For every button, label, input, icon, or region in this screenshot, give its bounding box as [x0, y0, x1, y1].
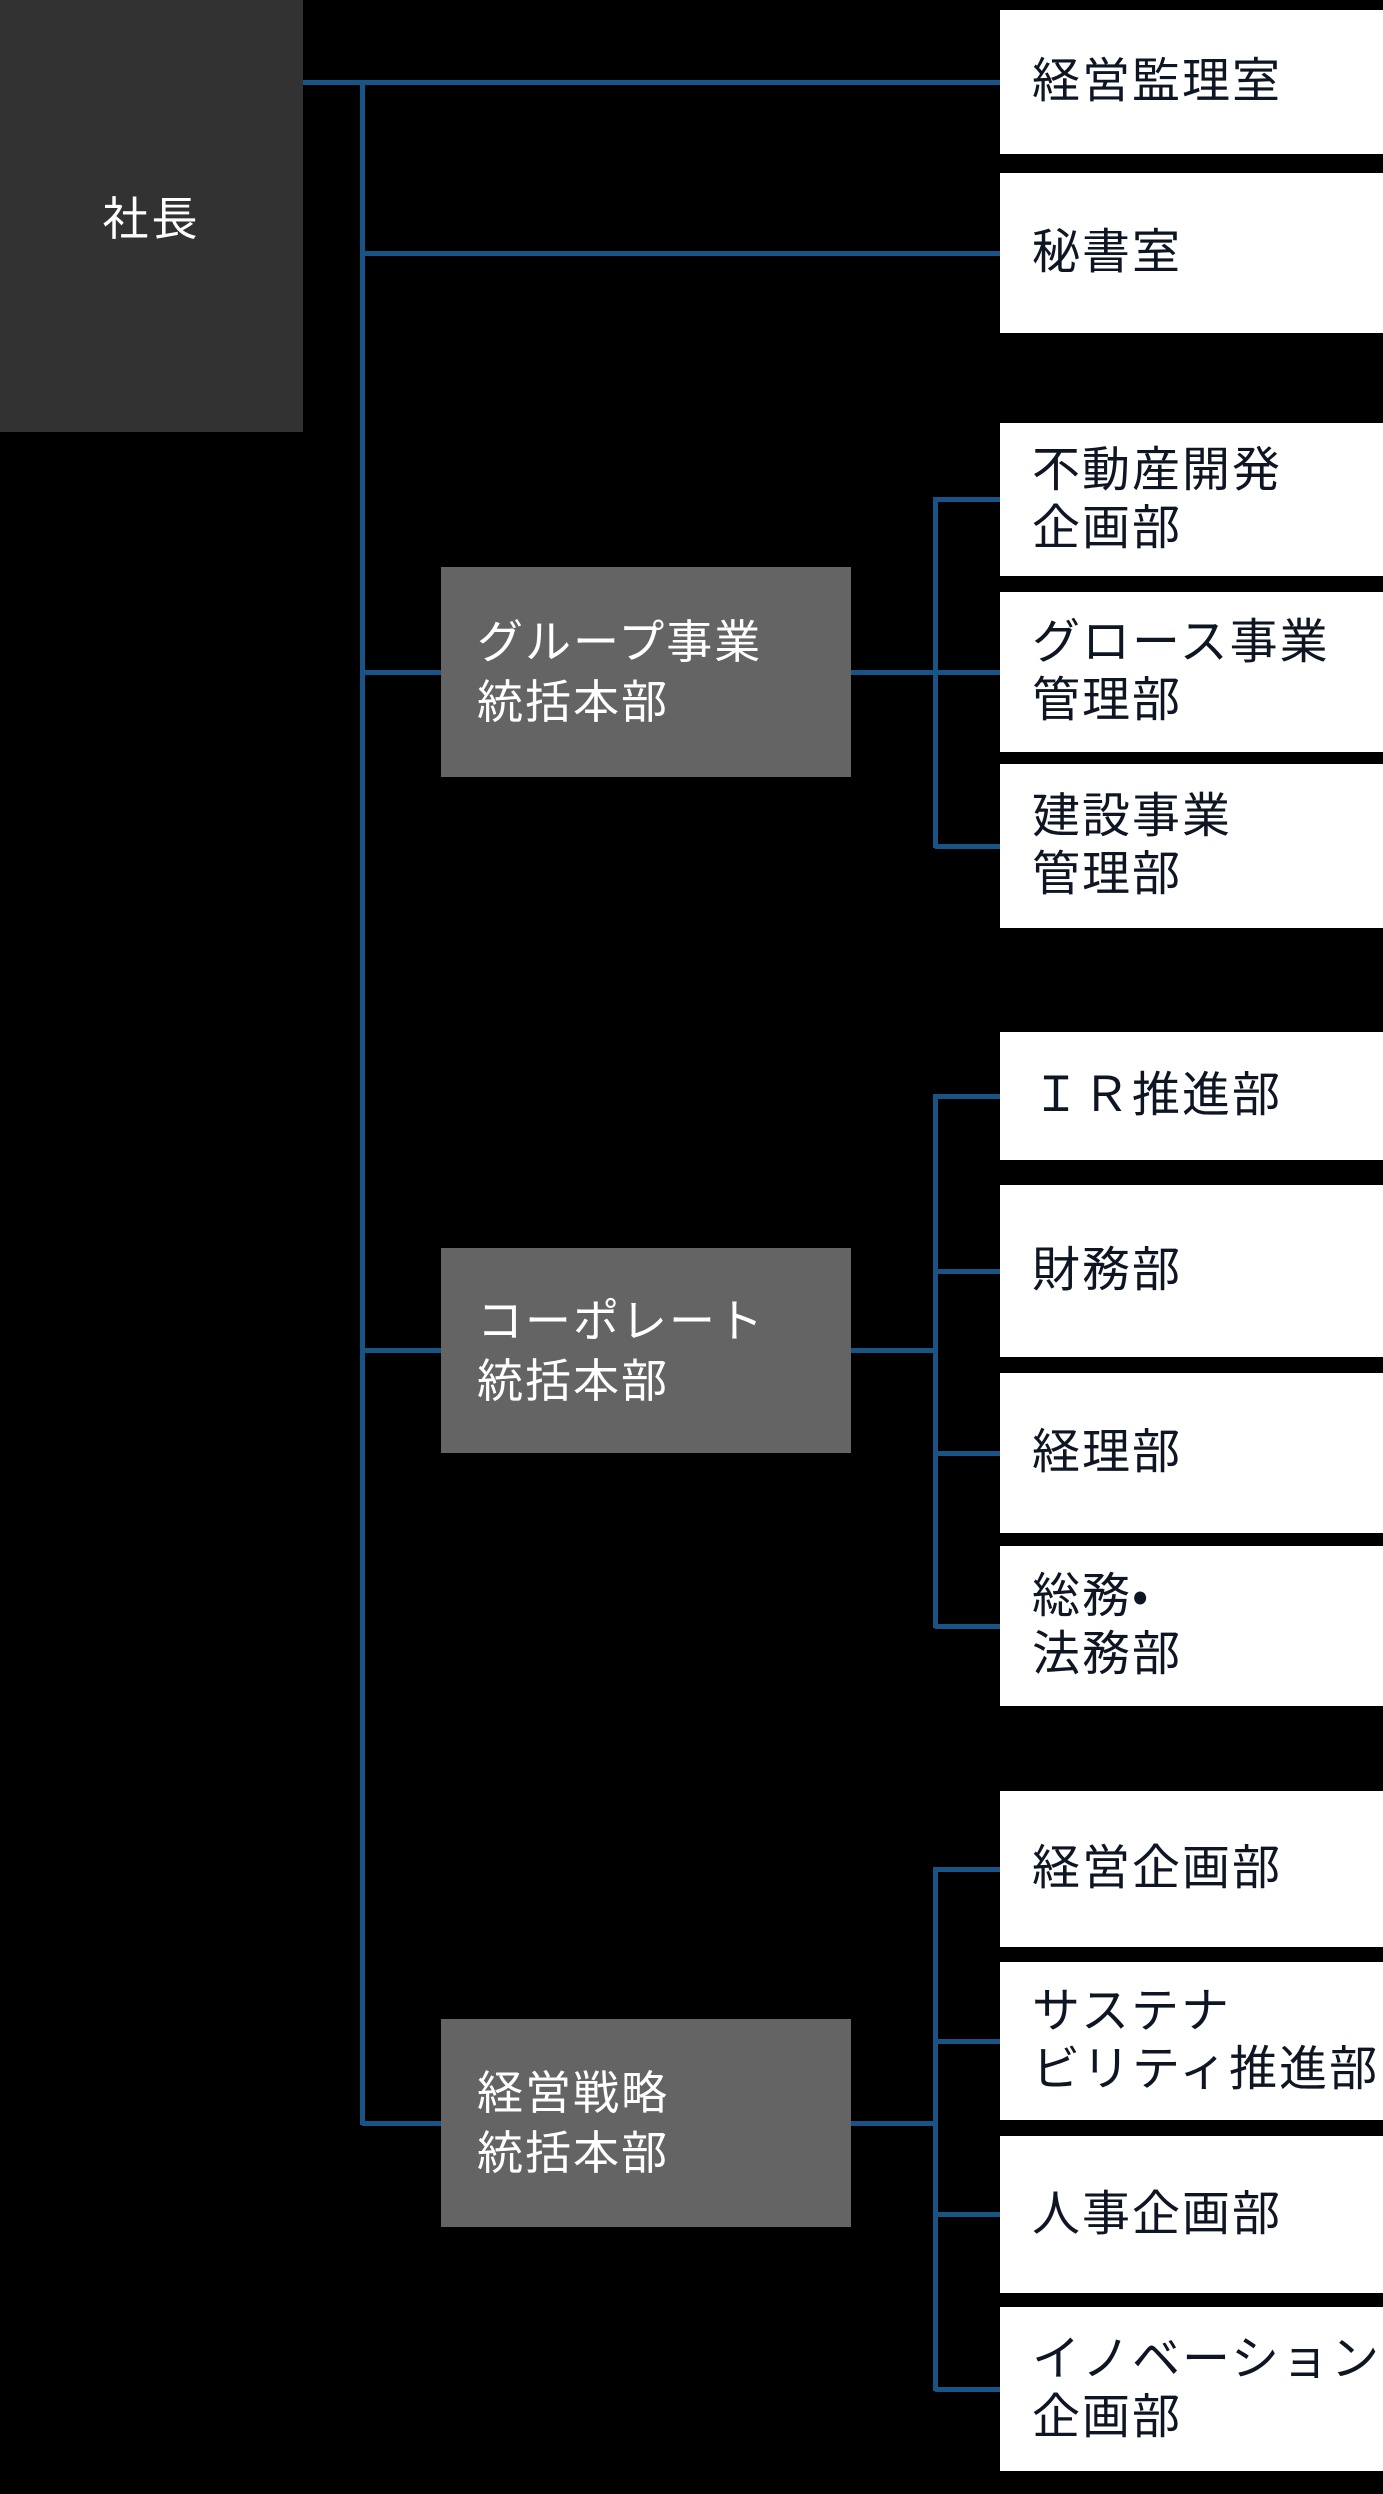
department-box-somu-homu: 総務・ 法務部 — [1000, 1546, 1383, 1706]
office-label: 経営監理室 — [1032, 55, 1283, 108]
stub-ir — [935, 1094, 1000, 1099]
department-box-growth-jigyo: グロース事業 管理部 — [1000, 592, 1383, 752]
stub-zaimu — [935, 1269, 1000, 1274]
stub-jinji — [935, 2212, 1000, 2217]
office-box-keiei-kanri: 経営監理室 — [1000, 10, 1383, 154]
connector-group-right — [851, 670, 937, 675]
division-label-line1: グループ事業 — [477, 616, 763, 668]
department-label-line2: 企画部 — [1032, 501, 1183, 555]
president-label: 社長 — [102, 193, 201, 245]
division-label-line2: 統括本部 — [477, 2127, 669, 2179]
president-box: 社長 — [0, 0, 303, 432]
department-box-kensetsu-jigyo: 建設事業 管理部 — [1000, 764, 1383, 928]
bracket-strategy — [933, 1867, 938, 2391]
department-label-line1: 総務・ — [1032, 1570, 1151, 1623]
department-label-line2: 管理部 — [1032, 848, 1183, 901]
department-box-ir: ＩＲ推進部 — [1000, 1032, 1383, 1160]
department-label-line2: ビリティ推進部 — [1032, 2043, 1380, 2096]
stub-innovation — [935, 2387, 1000, 2392]
office-box-hisho: 秘書室 — [1000, 173, 1383, 333]
department-label-line1: 人事企画部 — [1032, 2187, 1283, 2241]
department-label-line2: 管理部 — [1032, 674, 1183, 727]
connector-corporate-right — [851, 1348, 937, 1353]
stub-fudosan — [935, 497, 1000, 502]
department-label-line2: 法務部 — [1032, 1628, 1183, 1681]
stub-somu — [935, 1624, 1000, 1629]
department-label-line1: サステナ — [1032, 1985, 1232, 2038]
department-box-innovation-kikaku: イノベーション 企画部 — [1000, 2307, 1383, 2471]
department-label-line1: 経営企画部 — [1032, 1842, 1283, 1895]
department-box-sustainability: サステナ ビリティ推進部 — [1000, 1962, 1383, 2120]
department-label-line1: 不動産開発 — [1032, 443, 1283, 497]
department-label-line1: イノベーション — [1032, 2333, 1382, 2386]
division-box-corporate: コーポレート 統括本部 — [441, 1248, 851, 1453]
department-box-keiri: 経理部 — [1000, 1373, 1383, 1533]
branch-line-strategy-division — [362, 2121, 441, 2126]
department-box-jinji-kikaku: 人事企画部 — [1000, 2136, 1383, 2293]
division-label-line1: コーポレート — [477, 1294, 765, 1347]
department-label-line1: ＩＲ推進部 — [1032, 1069, 1283, 1122]
trunk-line — [360, 80, 365, 2125]
connector-strategy-right — [851, 2121, 937, 2126]
bracket-corporate — [933, 1094, 938, 1628]
division-box-keiei-senryaku: 経営戦略 統括本部 — [441, 2019, 851, 2227]
stub-growth — [935, 670, 1000, 675]
branch-line-group-division — [362, 670, 441, 675]
stub-kensetsu — [935, 844, 1000, 849]
stub-keiei-kikaku — [935, 1867, 1000, 1872]
department-label-line2: 企画部 — [1032, 2391, 1183, 2444]
department-box-fudosan-kaihatsu: 不動産開発 企画部 — [1000, 423, 1383, 576]
branch-line-corporate-division — [362, 1348, 441, 1353]
department-label-line1: 財務部 — [1032, 1244, 1183, 1297]
division-box-group-jigyo: グループ事業 統括本部 — [441, 567, 851, 777]
division-label-line2: 統括本部 — [477, 1354, 669, 1407]
department-label-line1: 建設事業 — [1032, 790, 1233, 843]
division-label-line1: 経営戦略 — [477, 2067, 669, 2119]
department-label-line1: 経理部 — [1032, 1426, 1183, 1479]
branch-line-hisho — [362, 251, 1000, 256]
department-label-line1: グロース事業 — [1032, 616, 1330, 669]
department-box-keiei-kikaku: 経営企画部 — [1000, 1791, 1383, 1947]
office-label: 秘書室 — [1032, 226, 1183, 279]
stub-sustainability — [935, 2039, 1000, 2044]
department-box-zaimu: 財務部 — [1000, 1185, 1383, 1357]
division-label-line2: 統括本部 — [477, 676, 669, 728]
president-branch-line — [303, 80, 1000, 85]
stub-keiri — [935, 1451, 1000, 1456]
